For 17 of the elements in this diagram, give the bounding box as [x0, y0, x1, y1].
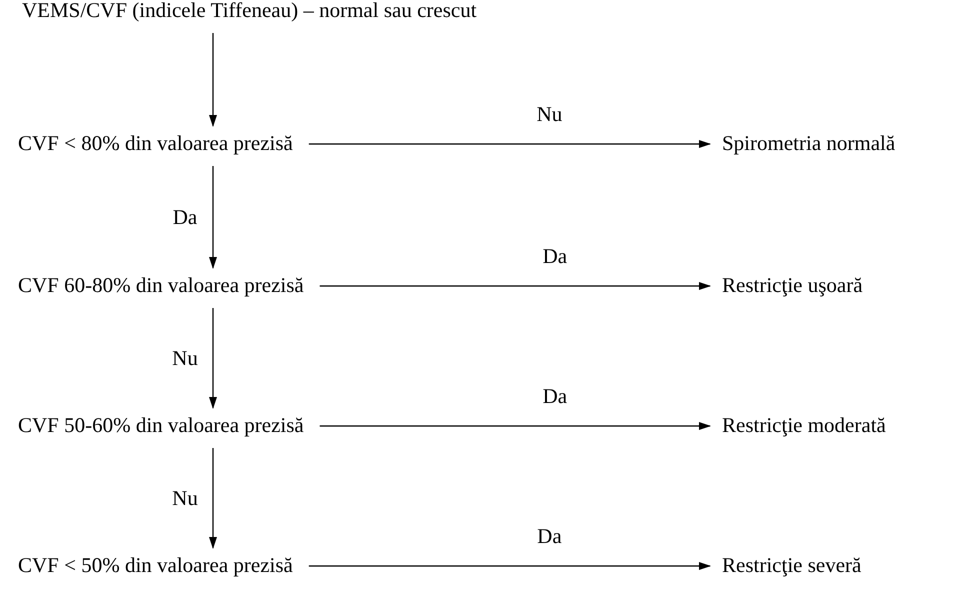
step-text: CVF 60-80% din valoarea prezisă: [18, 272, 304, 298]
arrow: [209, 308, 217, 409]
arrow: [209, 33, 217, 127]
step-text: Restricţie severă: [722, 552, 862, 578]
step-text: CVF < 80% din valoarea prezisă: [18, 130, 293, 156]
step-text: VEMS/CVF (indicele Tiffeneau) – normal sau crescut: [22, 0, 477, 23]
arrow: [209, 448, 217, 549]
step-text: CVF 50-60% din valoarea prezisă: [18, 412, 304, 438]
arrow: [308, 562, 711, 570]
step-text: CVF < 50% din valoarea prezisă: [18, 552, 293, 578]
arrow: [320, 422, 711, 430]
step-text: Restricţie uşoară: [722, 272, 863, 298]
arrow: [320, 282, 711, 290]
step-text: Restricţie moderată: [722, 412, 886, 438]
step-text: Spirometria normală: [722, 130, 896, 156]
arrow: [209, 166, 217, 269]
arrow: [308, 140, 711, 148]
